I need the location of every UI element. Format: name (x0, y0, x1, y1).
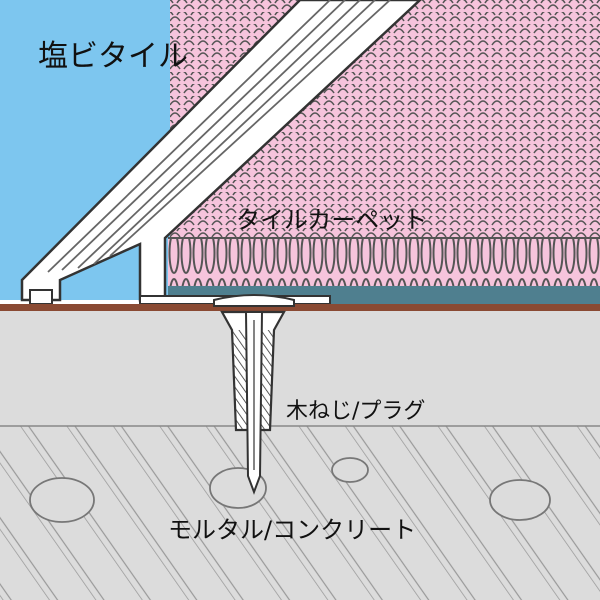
trim-groove-4 (93, 0, 376, 265)
label-mortar-concrete: モルタル/コンクリート (168, 516, 416, 544)
edge-trim-foot (29, 289, 53, 305)
aggregate-pebble (29, 477, 95, 523)
label-tile-carpet: タイルカーペット (236, 206, 427, 234)
label-vinyl-tile: 塩ビタイル (38, 39, 188, 74)
trim-groove-5 (109, 0, 391, 257)
trim-groove-2 (61, 0, 346, 271)
wood-screw-head (213, 294, 295, 307)
subfloor-layer (0, 304, 600, 311)
aggregate-pebble (331, 457, 369, 483)
trim-groove-1 (47, 0, 331, 273)
label-screw-plug: 木ねじ/プラグ (286, 399, 425, 424)
tile-carpet-pile-coils (168, 238, 600, 286)
trim-groove-3 (77, 0, 361, 269)
aggregate-pebble (489, 479, 551, 521)
